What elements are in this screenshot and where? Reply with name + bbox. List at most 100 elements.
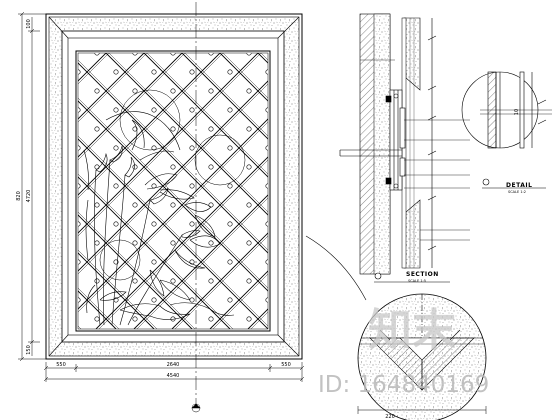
section-view (339, 13, 470, 283)
lattice-rosette (189, 183, 195, 189)
lattice-rosette (94, 88, 100, 94)
lattice-rosette (189, 69, 195, 75)
lattice-rosette (246, 278, 252, 284)
section-scale: SCALE 1:5 (408, 279, 426, 283)
lattice-rosette (170, 202, 176, 208)
lattice-rosette (265, 259, 268, 265)
lattice-rosette (151, 221, 157, 227)
lattice-rosette (132, 126, 138, 132)
lattice-bar (108, 53, 268, 213)
watermark-logo: 知末 (368, 305, 456, 356)
dim-left-top: 100 (26, 19, 32, 29)
lattice-rosette (132, 164, 138, 170)
lattice-bar (184, 53, 268, 137)
lattice-rosette (208, 88, 214, 94)
lattice-rosette (227, 69, 233, 75)
lattice-ring (119, 89, 181, 151)
lattice-rosette (78, 221, 81, 227)
lattice-rosette (151, 297, 157, 303)
dim-left-inner: 4720 (26, 190, 32, 203)
lattice-ring (194, 134, 246, 186)
lattice-rosette (265, 297, 268, 303)
lattice-rosette (78, 107, 81, 113)
lattice-rosette (208, 164, 214, 170)
detail-title: DETAIL (506, 182, 532, 189)
detail-view (461, 71, 552, 189)
lattice-rosette (227, 221, 233, 227)
lattice-rosette (151, 69, 157, 75)
lattice-bar (413, 53, 560, 329)
dim-bottom-total: 4540 (167, 373, 180, 379)
elevation-view (45, 13, 560, 360)
lattice-bar (146, 53, 268, 175)
lattice-rosette (94, 126, 100, 132)
lattice-rosette (227, 297, 233, 303)
lattice-rosette (151, 259, 157, 265)
lattice-rosette (227, 183, 233, 189)
lattice-rosette (78, 183, 81, 189)
lattice-rosette (208, 53, 214, 56)
left-dimension-chain (18, 11, 46, 362)
lattice-rosette (78, 259, 81, 265)
lattice-rosette (246, 53, 252, 56)
lattice-rosette (189, 221, 195, 227)
lattice-bar (136, 197, 268, 329)
lattice-bar (524, 53, 560, 329)
lattice-bar (78, 138, 268, 329)
lattice-rosette (94, 53, 100, 56)
dim-bottom-right: 550 (281, 362, 291, 368)
lattice-rosette (78, 297, 81, 303)
orchid-carving (83, 111, 235, 326)
lattice-ring (99, 239, 141, 281)
lattice-rosette (170, 278, 176, 284)
lattice-rosette (265, 69, 268, 75)
lattice-rosette (246, 240, 252, 246)
lattice-bar (78, 211, 196, 329)
lattice-bar (78, 53, 183, 158)
lattice-rosette (132, 240, 138, 246)
lattice-bar (78, 53, 221, 196)
lattice-bar (174, 235, 268, 329)
lattice-rosette (208, 202, 214, 208)
lattice-rosette (113, 107, 119, 113)
detail-bottom-dim: 220 (385, 414, 395, 420)
lattice-rosette (170, 88, 176, 94)
lattice-rosette (170, 240, 176, 246)
lattice-rosette (170, 53, 176, 56)
lattice-bar (133, 194, 268, 329)
lattice-bar (448, 53, 560, 329)
lattice-rosette (189, 297, 195, 303)
lattice-rosette (94, 316, 100, 322)
lattice-rosette (227, 259, 233, 265)
outer-frame (45, 13, 303, 360)
lattice-rosette (132, 202, 138, 208)
lattice-bar (78, 249, 158, 329)
lattice-rosette (132, 278, 138, 284)
lattice-rosette (246, 126, 252, 132)
lattice-bar (78, 53, 148, 123)
detail-dim: 10 (514, 109, 520, 115)
lattice-rosette (113, 69, 119, 75)
detail-scale: SCALE 1:2 (508, 190, 526, 194)
lattice-rosette (113, 183, 119, 189)
lattice-bar (105, 53, 268, 216)
lattice-bar (78, 80, 268, 272)
lattice-rosette (94, 164, 100, 170)
lattice-bar (181, 53, 268, 140)
lattice-rosette (265, 145, 268, 151)
lattice-bar (78, 53, 262, 237)
lattice-bar (98, 159, 268, 329)
lattice-rosette (208, 126, 214, 132)
lattice-bar (78, 53, 224, 199)
watermark-id: ID: 164840169 (318, 372, 489, 398)
lattice-rosette (189, 259, 195, 265)
lattice-rosette (113, 221, 119, 227)
lattice-rosette (170, 164, 176, 170)
lattice-bar (143, 53, 268, 178)
lattice-bar (78, 53, 145, 120)
lattice-rosette (246, 202, 252, 208)
lattice-bar (171, 232, 268, 329)
dim-left-outer: 820 (16, 191, 22, 201)
lattice-rosette (227, 145, 233, 151)
